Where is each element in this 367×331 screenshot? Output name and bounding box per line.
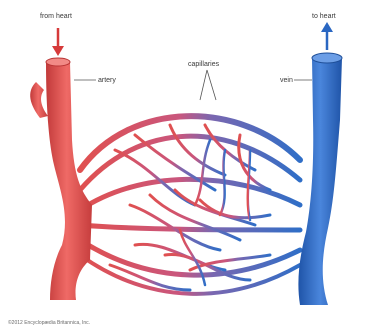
label-vein: vein bbox=[280, 77, 293, 84]
artery bbox=[30, 58, 92, 300]
label-capillaries: capillaries bbox=[188, 61, 220, 68]
label-artery: artery bbox=[98, 77, 116, 84]
capillary-network bbox=[80, 116, 300, 294]
label-leaders bbox=[74, 70, 312, 100]
copyright-credit: ©2012 Encyclopædia Britannica, Inc. bbox=[8, 319, 90, 326]
vein bbox=[298, 53, 342, 305]
label-to-heart: to heart bbox=[312, 13, 336, 20]
label-from-heart: from heart bbox=[40, 13, 72, 20]
to-heart-arrow bbox=[321, 22, 333, 50]
from-heart-arrow bbox=[52, 28, 64, 56]
